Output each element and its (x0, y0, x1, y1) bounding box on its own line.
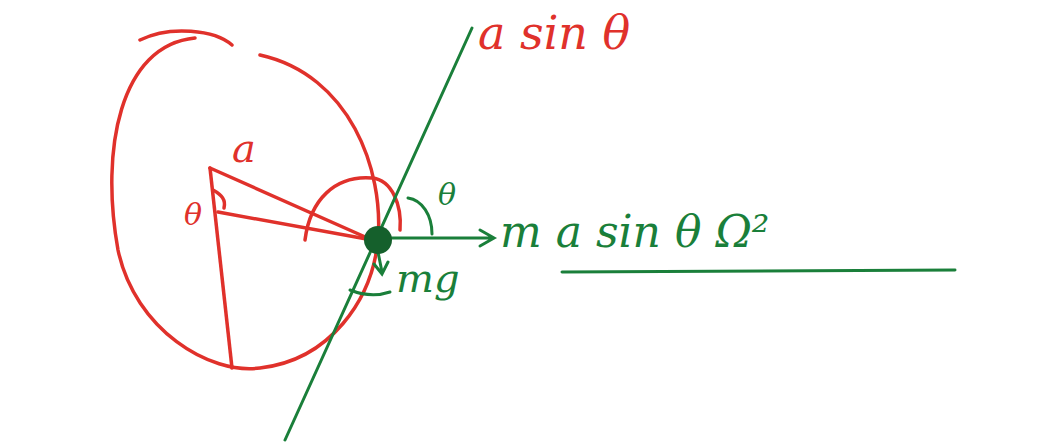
angle-label: θ (438, 180, 456, 210)
angle-arc-lower (350, 290, 390, 295)
radius-label: a (232, 128, 256, 168)
angle-label: θ (184, 200, 202, 230)
force-label: m a sin θ Ω² (500, 210, 770, 254)
weight-label: mg (396, 258, 460, 298)
horizontal-line (218, 212, 372, 240)
force-arrow (390, 230, 494, 246)
bead (364, 226, 392, 254)
underline (562, 270, 955, 272)
dimension-label: a sin θ (478, 10, 630, 56)
radius-line (210, 168, 232, 368)
angle-arc (213, 190, 225, 208)
gravity-arrow (374, 252, 388, 274)
hoop (112, 31, 379, 369)
angle-arc-green (408, 198, 432, 234)
tangent-line (285, 28, 472, 440)
